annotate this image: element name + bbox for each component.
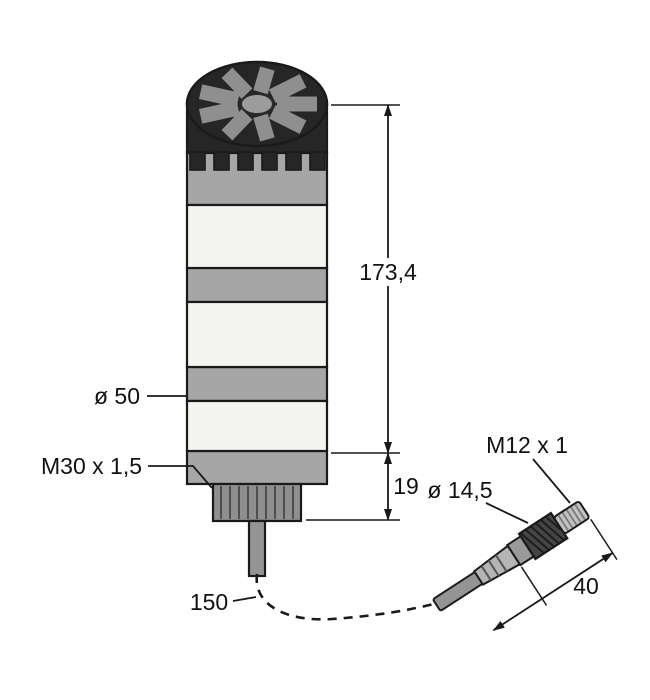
gray-band-2 — [185, 365, 329, 403]
hub — [240, 93, 274, 115]
boot-ribs — [480, 554, 508, 581]
connector-diameter-label: ø 14,5 — [427, 477, 492, 503]
leader-connector-diameter — [485, 502, 529, 524]
leader-connector-thread — [532, 458, 571, 504]
cable-dashed-curve — [255, 573, 442, 621]
mount-thread-label: M30 x 1,5 — [41, 453, 142, 479]
lens-segment-1 — [185, 203, 329, 270]
labels: 173,4 19 ø 50 M30 x 1,5 150 M12 x 1 ø 14… — [41, 259, 599, 615]
drawing-root: 173,4 19 ø 50 M30 x 1,5 150 M12 x 1 ø 14… — [41, 60, 618, 632]
cap-crenellation — [189, 151, 326, 171]
connector-assembly — [432, 501, 618, 632]
body-diameter-label: ø 50 — [94, 383, 140, 409]
leader-mount-thread — [148, 465, 213, 489]
knurl-texture — [520, 516, 565, 554]
lens-segment-2 — [185, 300, 329, 369]
mount-thread-section — [211, 482, 303, 523]
lens-segment-3 — [185, 399, 329, 453]
leader-cable-length — [232, 596, 257, 602]
base-band — [185, 449, 329, 486]
spoke-wheel — [201, 69, 317, 140]
dim-connector-length-line — [492, 552, 614, 632]
connector-length-label: 40 — [573, 573, 599, 599]
tower-lens-segments — [185, 203, 329, 453]
cap-assembly — [185, 60, 329, 171]
dim-thread-length-label: 19 — [393, 473, 419, 499]
dim-height-label-bg — [352, 258, 424, 286]
cable-stub — [247, 519, 267, 578]
leader-lines — [147, 395, 571, 602]
dim-height-label: 173,4 — [359, 259, 417, 285]
extension-line-connector-tip — [590, 518, 618, 561]
tip-thread-ridges — [557, 504, 586, 531]
extension-line-connector-rear — [520, 566, 548, 606]
dim-thread-label-bg — [391, 476, 423, 500]
collar-band — [185, 150, 329, 207]
cable-length-label: 150 — [190, 589, 228, 615]
gray-band-1 — [185, 266, 329, 304]
connector-thread-label: M12 x 1 — [486, 432, 568, 458]
connector-cable — [432, 570, 485, 612]
thread-ridges — [220, 486, 294, 519]
tower-gray-bands — [185, 150, 329, 486]
